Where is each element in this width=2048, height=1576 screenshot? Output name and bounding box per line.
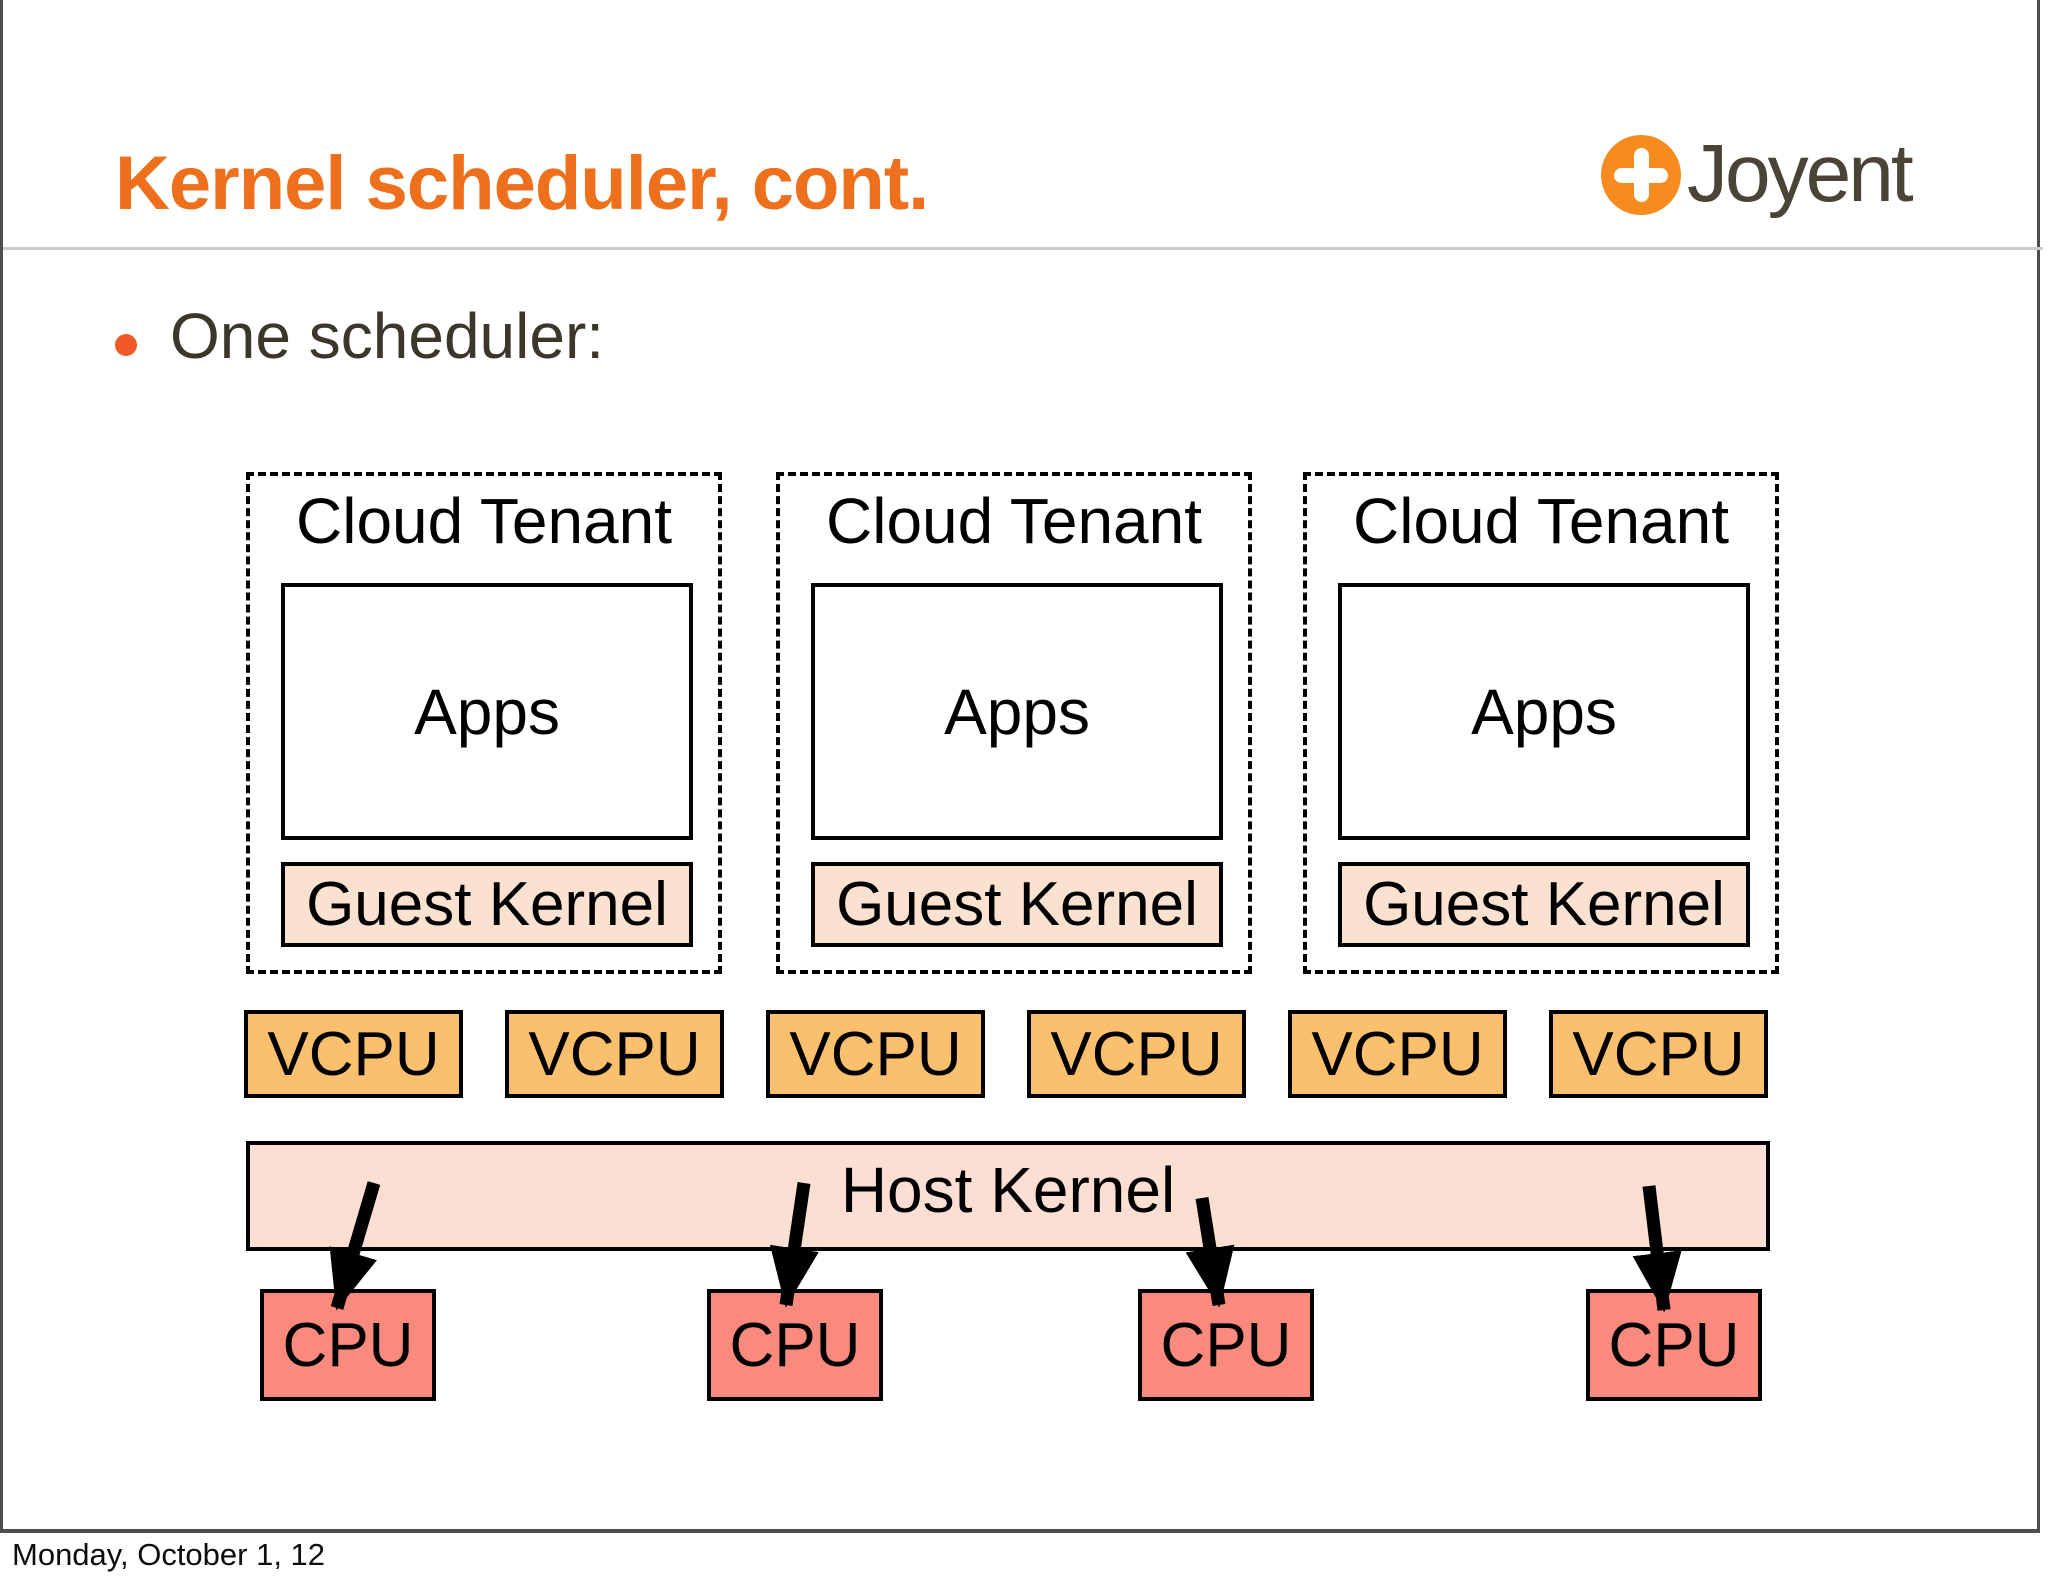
bullet-item: One scheduler: [115,300,605,372]
cloud-tenant-label: Cloud Tenant [826,485,1202,557]
bullet-icon [115,334,137,356]
cpu-box: CPU [1586,1289,1762,1401]
cloud-tenant-label: Cloud Tenant [1353,485,1729,557]
guest-kernel-box: Guest Kernel [811,862,1223,947]
bullet-text: One scheduler: [170,300,605,372]
cpu-box: CPU [260,1289,436,1401]
header-divider [3,247,2043,250]
vcpu-box: VCPU [505,1010,724,1098]
vcpu-box: VCPU [1027,1010,1246,1098]
cloud-tenant-label: Cloud Tenant [296,485,672,557]
cloud-tenant-box: Cloud Tenant Apps Guest Kernel [1303,472,1779,974]
cloud-tenant-box: Cloud Tenant Apps Guest Kernel [246,472,722,974]
slide-canvas: Kernel scheduler, cont. Joyent One sched… [0,0,2043,1533]
slide-title: Kernel scheduler, cont. [115,141,929,226]
footer-date: Monday, October 1, 12 [12,1537,326,1572]
vcpu-row: VCPU VCPU VCPU VCPU VCPU VCPU [244,1010,1768,1098]
apps-box: Apps [811,583,1223,840]
joyent-logo: Joyent [1601,128,1914,219]
guest-kernel-box: Guest Kernel [1338,862,1750,947]
apps-box: Apps [1338,583,1750,840]
vcpu-box: VCPU [244,1010,463,1098]
vcpu-box: VCPU [766,1010,985,1098]
vcpu-box: VCPU [1549,1010,1768,1098]
joyent-wordmark: Joyent [1687,128,1914,219]
guest-kernel-box: Guest Kernel [281,862,693,947]
joyent-plus-icon [1601,135,1681,215]
plus-vertical-bar [1634,148,1649,202]
cloud-tenant-box: Cloud Tenant Apps Guest Kernel [776,472,1252,974]
host-kernel-box: Host Kernel [246,1141,1770,1251]
apps-box: Apps [281,583,693,840]
cpu-box: CPU [707,1289,883,1401]
cpu-box: CPU [1138,1289,1314,1401]
vcpu-box: VCPU [1288,1010,1507,1098]
